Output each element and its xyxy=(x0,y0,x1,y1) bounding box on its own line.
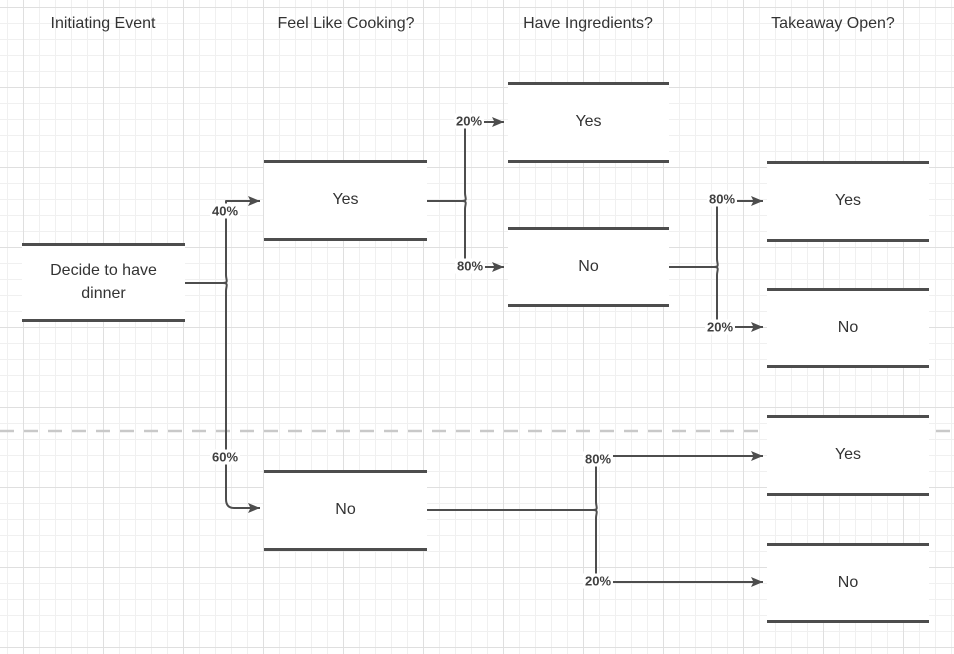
node-ingredients-no[interactable]: No xyxy=(508,227,669,307)
probability-label-cooking-yes[interactable]: 40% xyxy=(209,203,241,219)
edge-cooking-yes-to-ingredients-yes[interactable] xyxy=(427,117,504,202)
node-ingredients-yes[interactable]: Yes xyxy=(508,82,669,163)
probability-label-takeaway-top-yes[interactable]: 80% xyxy=(706,191,738,207)
edge-ingredients-no-to-takeaway-yes[interactable] xyxy=(669,196,763,268)
node-cooking-yes[interactable]: Yes xyxy=(264,160,427,241)
node-cooking-no[interactable]: No xyxy=(264,470,427,551)
node-decide-dinner[interactable]: Decide to have dinner xyxy=(22,243,185,322)
edge-cooking-yes-to-ingredients-no[interactable] xyxy=(427,200,504,272)
node-takeaway-top-yes[interactable]: Yes xyxy=(767,161,929,242)
column-header-feel-like-cooking[interactable]: Feel Like Cooking? xyxy=(277,15,415,32)
probability-label-cooking-no[interactable]: 60% xyxy=(209,449,241,465)
probability-label-ingredients-no[interactable]: 80% xyxy=(454,258,486,274)
edge-cooking-no-to-takeaway-no[interactable] xyxy=(427,509,763,587)
probability-label-takeaway-bot-yes[interactable]: 80% xyxy=(582,451,614,467)
edge-dinner-to-cooking-no[interactable] xyxy=(185,282,260,513)
column-header-takeaway-open[interactable]: Takeaway Open? xyxy=(771,15,895,32)
node-takeaway-bot-no[interactable]: No xyxy=(767,543,929,623)
edge-ingredients-no-to-takeaway-no[interactable] xyxy=(669,266,763,332)
node-takeaway-top-no[interactable]: No xyxy=(767,288,929,368)
probability-label-takeaway-bot-no[interactable]: 20% xyxy=(582,573,614,589)
node-takeaway-bot-yes[interactable]: Yes xyxy=(767,415,929,496)
column-header-have-ingredients[interactable]: Have Ingredients? xyxy=(523,15,653,32)
column-header-initiating-event[interactable]: Initiating Event xyxy=(50,15,156,32)
probability-label-takeaway-top-no[interactable]: 20% xyxy=(704,319,736,335)
probability-label-ingredients-yes[interactable]: 20% xyxy=(453,113,485,129)
